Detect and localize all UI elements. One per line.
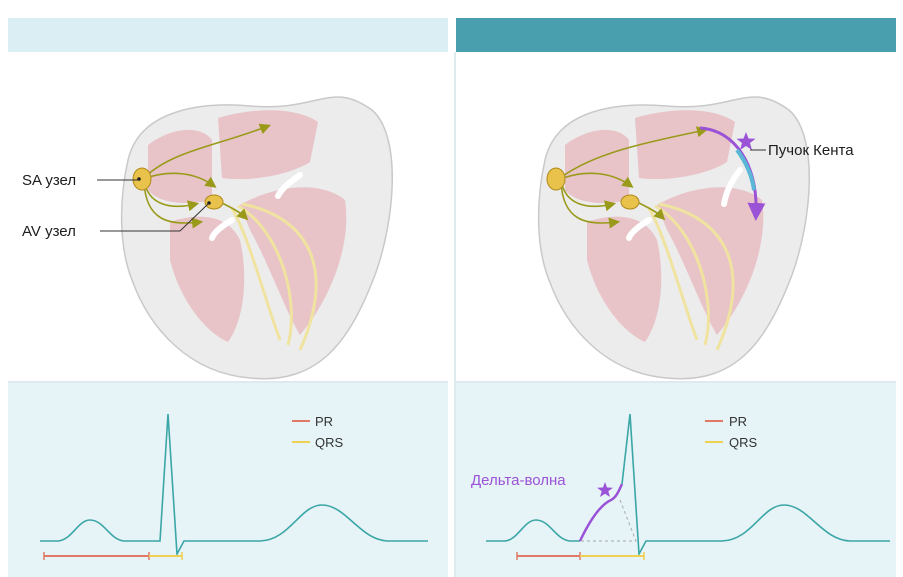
sa-node xyxy=(547,168,565,190)
sa-node xyxy=(133,168,151,190)
legend-qrs-label: QRS xyxy=(729,435,758,450)
sa-node-label: SA узел xyxy=(22,172,76,189)
legend-pr-label: PR xyxy=(315,414,333,429)
av-node-label: AV узел xyxy=(22,223,76,240)
delta-wave-label: Дельта-волна xyxy=(471,472,566,489)
heart-wpw xyxy=(539,97,810,379)
right-atrium xyxy=(565,130,629,203)
header-bar-right xyxy=(456,18,896,52)
legend-qrs-label: QRS xyxy=(315,435,344,450)
legend-pr-label: PR xyxy=(729,414,747,429)
heart-normal xyxy=(122,97,393,379)
kent-bundle-label: Пучок Кента xyxy=(768,142,854,159)
av-node xyxy=(621,195,639,209)
header-bar-left xyxy=(8,18,448,52)
ecg-panel-left xyxy=(8,383,448,577)
